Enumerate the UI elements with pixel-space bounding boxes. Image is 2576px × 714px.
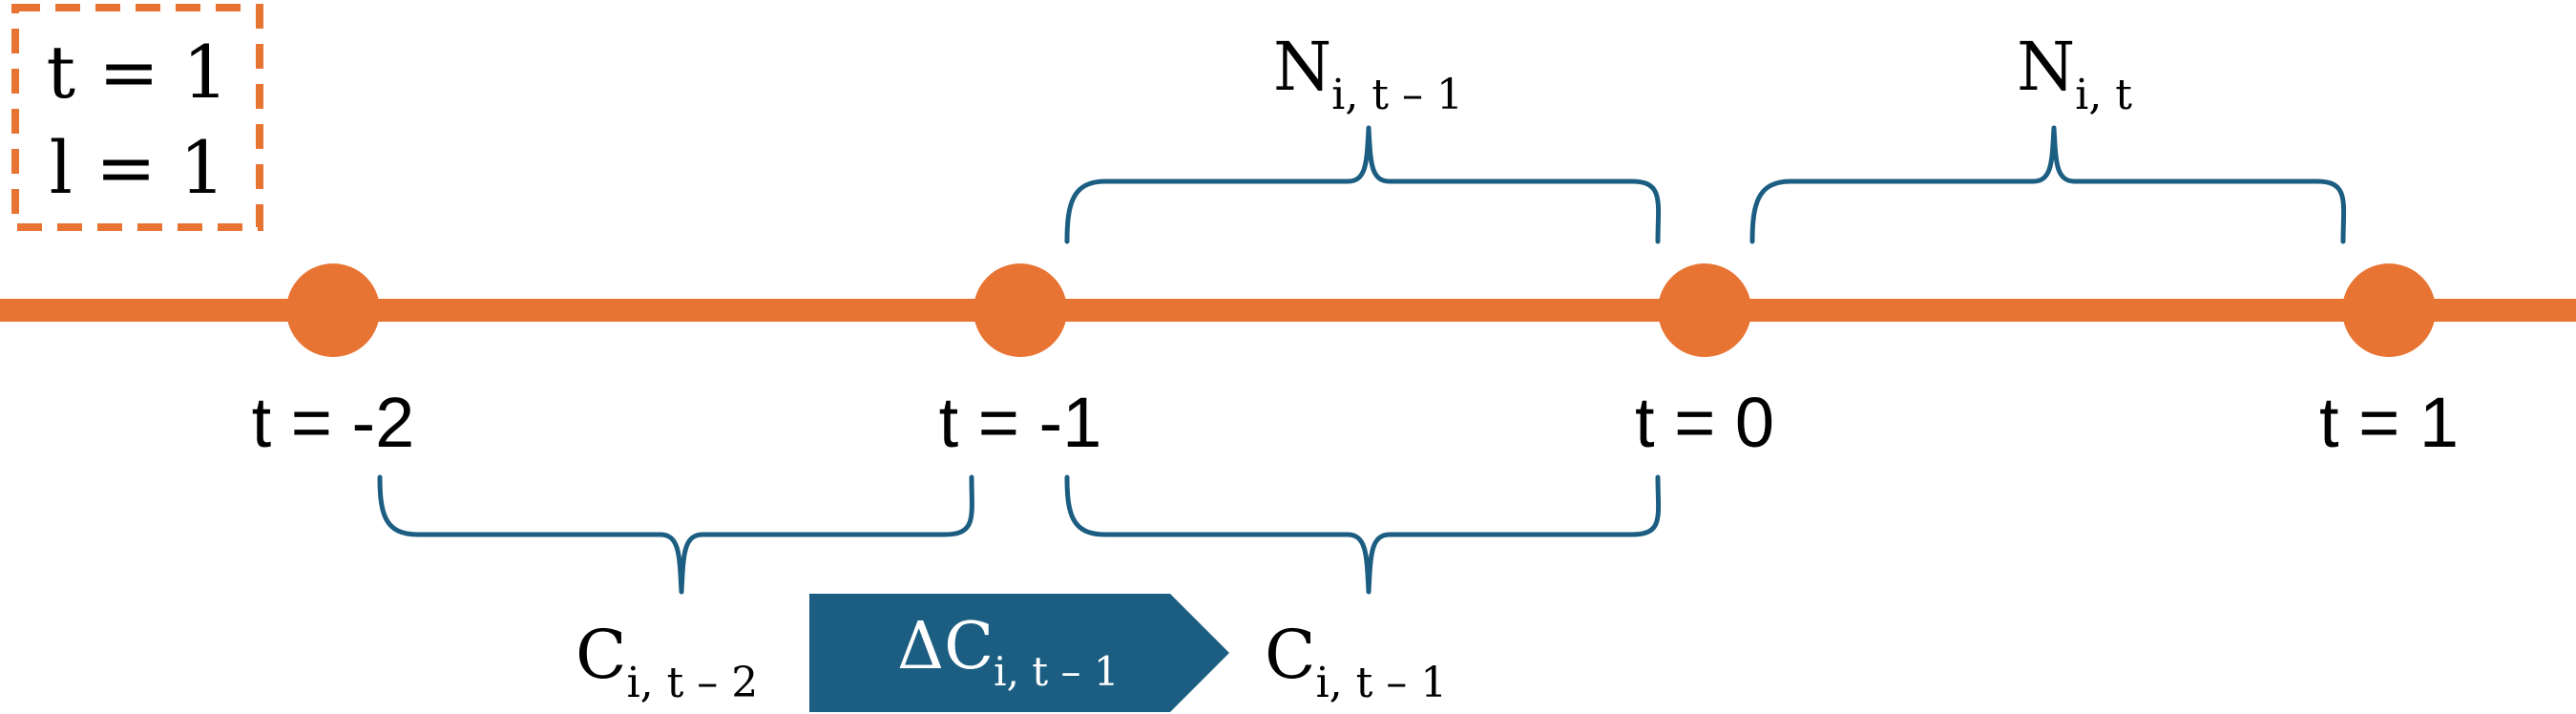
parameter-box: t = 1 l = 1 bbox=[11, 4, 263, 231]
timeline-labels: t = -2 t = -1 t = 0 t = 1 bbox=[252, 383, 2459, 462]
brace-top-left bbox=[1064, 125, 1662, 244]
timeline-points bbox=[286, 263, 2436, 357]
brace-label-n-prev: Ni, t – 1 bbox=[1273, 28, 1463, 119]
timeline-point bbox=[1658, 263, 1751, 357]
change-arrow-label: ΔCi, t – 1 bbox=[897, 609, 1120, 695]
change-arrow: ΔCi, t – 1 bbox=[809, 594, 1229, 712]
timeline-label: t = 1 bbox=[2319, 383, 2459, 462]
timeline-label: t = -1 bbox=[939, 383, 1102, 462]
parameter-box-border bbox=[11, 4, 263, 231]
brace-label-c-prev2: Ci, t – 2 bbox=[576, 616, 758, 707]
parameter-t-label: t = 1 bbox=[47, 30, 229, 115]
brace-bottom-right bbox=[1064, 474, 1662, 595]
brace-label-c-prev1: Ci, t – 1 bbox=[1265, 616, 1447, 707]
timeline-point bbox=[974, 263, 1067, 357]
timeline-point bbox=[2342, 263, 2436, 357]
timeline-label: t = -2 bbox=[252, 383, 415, 462]
timeline-point bbox=[286, 263, 380, 357]
brace-label-n-curr: Ni, t bbox=[2017, 28, 2132, 119]
timeline-label: t = 0 bbox=[1635, 383, 1774, 462]
change-arrow-shape bbox=[809, 594, 1229, 712]
brace-bottom-left bbox=[377, 474, 974, 595]
brace-top-right bbox=[1749, 125, 2347, 244]
parameter-l-label: l = 1 bbox=[50, 125, 226, 210]
